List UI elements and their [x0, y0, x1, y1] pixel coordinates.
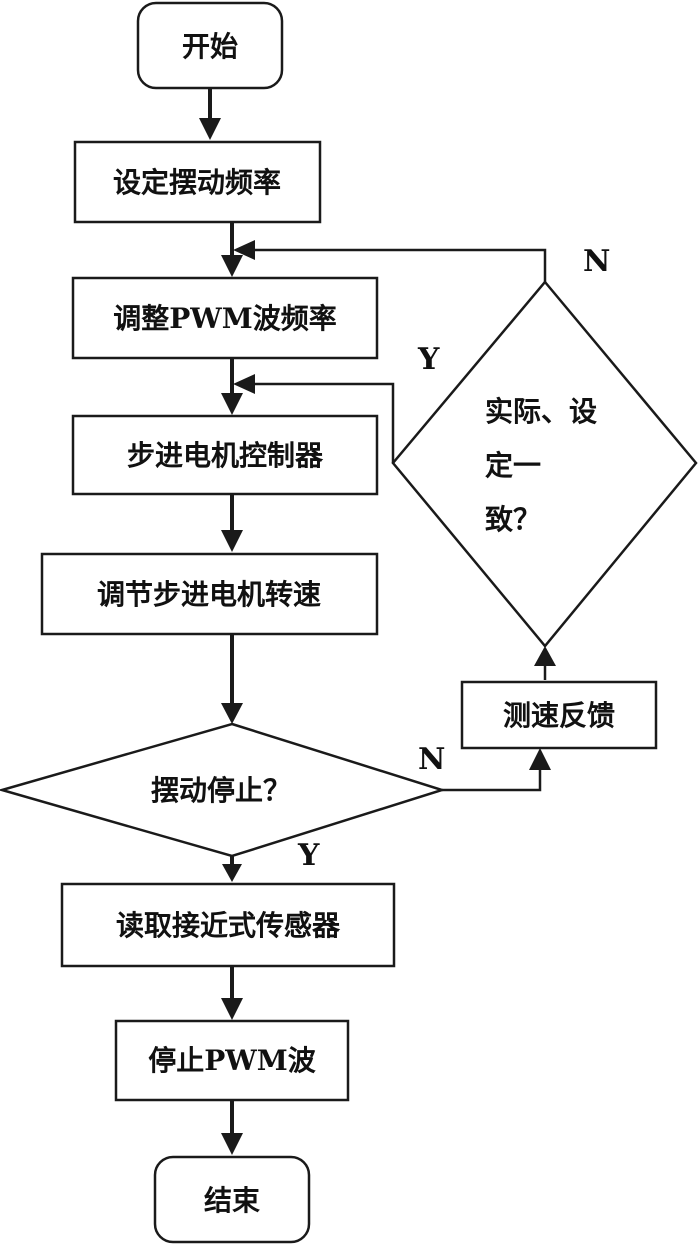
node-adjust-speed: 调节步进电机转速	[40, 552, 379, 636]
arrow-match-yes-to-controller	[255, 382, 395, 463]
node-stop-pwm-label: 停止PWM波	[148, 1044, 316, 1077]
node-read-sensor-label: 读取接近式传感器	[116, 909, 341, 942]
arrowhead-icon	[529, 748, 551, 770]
node-swing-stopped: 摆动停止？	[0, 722, 447, 858]
edge-labels: N Y N Y	[297, 244, 610, 873]
arrowhead-icon	[233, 374, 255, 394]
node-start: 开始	[136, 1, 284, 90]
arrow-match-no-to-adjust-pwm	[255, 248, 547, 282]
label-swing-no: N	[418, 742, 445, 777]
arrowhead-icon	[221, 530, 243, 552]
node-set-frequency-label: 设定摆动频率	[113, 166, 281, 199]
node-adjust-pwm-label: 调整PWM波频率	[113, 302, 337, 335]
arrowhead-icon	[233, 240, 255, 260]
node-swing-stopped-label: 摆动停止？	[151, 774, 291, 807]
arrowhead-icon	[221, 998, 243, 1020]
node-stepper-controller: 步进电机控制器	[71, 414, 379, 496]
node-read-sensor: 读取接近式传感器	[60, 882, 396, 968]
node-set-frequency: 设定摆动频率	[73, 140, 322, 224]
node-speed-feedback: 测速反馈	[460, 680, 658, 750]
label-swing-yes: Y	[297, 838, 320, 873]
arrowhead-icon	[199, 118, 221, 140]
node-match-check-line3: 致？	[485, 503, 541, 536]
arrowhead-icon	[221, 255, 243, 277]
node-match-check: 实际、设 定一 致？	[391, 280, 698, 648]
arrow-decision-no-to-feedback	[442, 770, 542, 792]
node-match-check-line2: 定一	[485, 449, 541, 482]
node-stepper-controller-label: 步进电机控制器	[127, 439, 324, 472]
node-adjust-pwm: 调整PWM波频率	[71, 276, 379, 360]
arrowhead-icon	[221, 703, 243, 724]
node-adjust-speed-label: 调节步进电机转速	[97, 578, 321, 611]
node-end: 结束	[153, 1155, 311, 1244]
node-end-label: 结束	[204, 1184, 260, 1217]
label-match-no: N	[583, 244, 610, 279]
label-match-yes: Y	[417, 342, 440, 377]
node-match-check-line1: 实际、设	[485, 395, 597, 428]
node-stop-pwm: 停止PWM波	[114, 1019, 350, 1102]
arrowhead-icon	[534, 646, 556, 666]
connectors	[199, 88, 556, 1155]
node-start-label: 开始	[182, 30, 238, 63]
arrowhead-icon	[221, 1133, 243, 1155]
arrowhead-icon	[221, 393, 243, 415]
arrowhead-icon	[222, 864, 242, 882]
node-speed-feedback-label: 测速反馈	[503, 699, 615, 732]
